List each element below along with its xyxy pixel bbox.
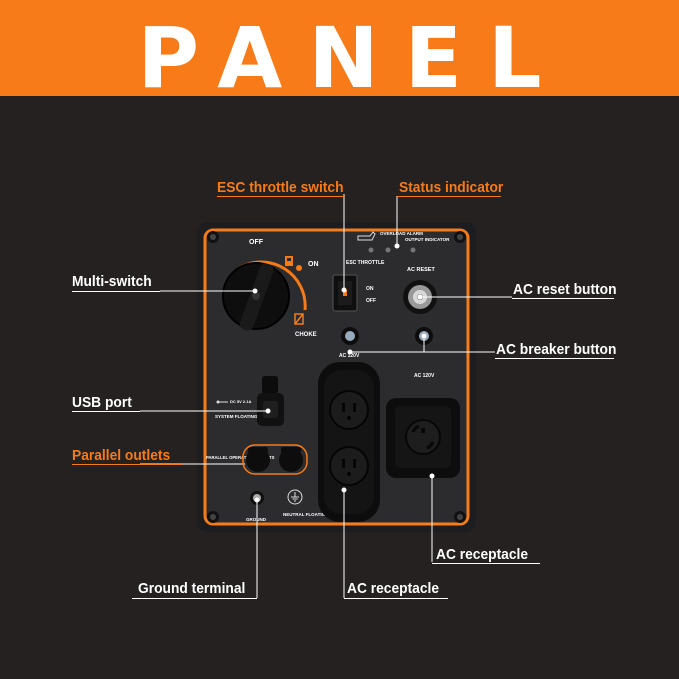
callout-underline — [72, 464, 182, 465]
parallel-outlets-highlight — [242, 444, 308, 475]
switch-on-label: ON — [366, 286, 374, 292]
callout-underline — [397, 196, 501, 197]
usb-icon — [216, 400, 228, 404]
ac-reset-label: AC RESET — [407, 267, 435, 273]
header-banner: PANEL — [0, 0, 679, 106]
corner-screws — [207, 231, 466, 523]
callout-status-indicator: Status indicator — [399, 179, 504, 196]
fuel-icon — [285, 256, 293, 266]
output-indicator-label: OUTPUT INDICATOR — [405, 237, 450, 242]
callout-lines — [140, 194, 512, 598]
callout-underline — [217, 196, 345, 197]
callout-underline — [72, 411, 140, 412]
callout-underline — [432, 563, 540, 564]
ac-receptacle-duplex[interactable] — [318, 362, 380, 522]
ac-120v-right-label: AC 120V — [414, 373, 435, 379]
usb-port-cover[interactable] — [257, 376, 284, 426]
switch-off-label: OFF — [366, 298, 376, 304]
callout-underline — [495, 358, 614, 359]
parallel-operation-label: PARALLEL OPERATION OUTLETS — [206, 455, 275, 460]
esc-throttle-label: ESC THROTTLE — [346, 260, 385, 266]
callout-ac-receptacle-bottom: AC receptacle — [347, 580, 440, 597]
callout-ac-breaker-button: AC breaker button — [496, 341, 617, 358]
ac-breaker-button-left[interactable] — [341, 327, 359, 345]
parallel-outlet-right[interactable] — [279, 447, 303, 472]
on-label: ON — [308, 261, 319, 268]
esc-throttle-switch[interactable] — [332, 274, 358, 312]
callout-ac-receptacle-right: AC receptacle — [436, 546, 529, 563]
callout-underline — [512, 298, 614, 299]
neutral-floating-label: NEUTRAL FLOATING — [283, 512, 329, 517]
output-indicator-light — [410, 247, 416, 253]
page-title: PANEL — [137, 9, 568, 107]
ground-symbol-icon — [287, 489, 303, 505]
on-indicator-dot — [296, 265, 302, 271]
off-label: OFF — [249, 239, 264, 246]
callout-underline — [344, 598, 448, 599]
callout-underline — [132, 598, 257, 599]
overload-alarm-label: OVERLOAD ALARM — [380, 231, 423, 236]
choke-label: CHOKE — [295, 332, 317, 338]
multi-switch-knob[interactable] — [222, 260, 307, 333]
callout-ac-reset-button: AC reset button — [513, 281, 617, 298]
choke-icon — [294, 313, 304, 325]
oil-icon — [357, 231, 376, 241]
callout-multi-switch: Multi-switch — [72, 273, 152, 290]
callout-esc-throttle-switch: ESC throttle switch — [217, 179, 344, 196]
ac-120v-left-label: AC 120V — [339, 353, 360, 359]
ground-label: GROUND — [246, 517, 267, 522]
overload-indicator-light — [385, 247, 391, 253]
oil-indicator-light — [368, 247, 374, 253]
callout-parallel-outlets: Parallel outlets — [72, 447, 171, 464]
system-floating-label: SYSTEM FLOATING — [215, 414, 258, 419]
ac-receptacle-twistlock[interactable] — [386, 398, 460, 478]
callout-usb-port: USB port — [72, 394, 132, 411]
usb-spec-label: DC 5V 2.1A — [230, 399, 251, 404]
callout-underline — [72, 291, 160, 292]
parallel-outlet-left[interactable] — [246, 447, 270, 472]
callout-ground-terminal: Ground terminal — [138, 580, 246, 597]
